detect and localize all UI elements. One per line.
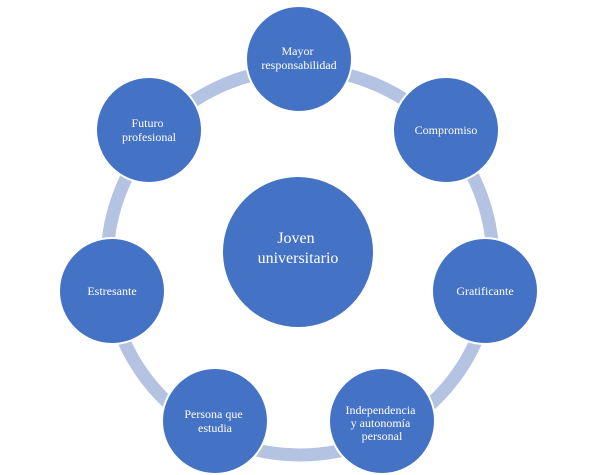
node-gratificante: Gratificante [431, 237, 539, 345]
node-label-line: personal [362, 429, 403, 443]
center-label-line: universitario [258, 250, 339, 267]
node-label-line: Mayor [282, 44, 314, 58]
center-label-line: Joven [277, 230, 314, 247]
node-mayor-responsabilidad: Mayor responsabilidad [245, 5, 353, 113]
node-estresante: Estresante [58, 237, 166, 345]
node-futuro-profesional: Futuro profesional [95, 76, 203, 184]
node-label: Futuro profesional [122, 116, 177, 144]
node-label: Estresante [87, 284, 136, 298]
node-label-line: Futuro [131, 116, 163, 130]
node-label-line: estudia [198, 421, 233, 435]
node-label: Gratificante [456, 284, 513, 298]
node-persona-que-estudia: Persona que estudia [161, 367, 269, 475]
node-label-line: profesional [122, 130, 177, 144]
node-label-line: responsabilidad [261, 58, 336, 72]
node-label-line: Compromiso [415, 123, 478, 137]
node-label: Independencia y autonomía personal [346, 403, 419, 443]
node-label-line: Independencia [346, 403, 417, 417]
center-label: Joven universitario [258, 230, 339, 267]
node-label-line: Estresante [87, 284, 136, 298]
node-label: Compromiso [415, 123, 478, 137]
node-label: Mayor responsabilidad [261, 44, 336, 72]
node-compromiso: Compromiso [392, 76, 500, 184]
node-label-line: Persona que [184, 407, 242, 421]
node-label: Persona que estudia [184, 407, 245, 435]
center-node: Joven universitario [221, 175, 375, 329]
node-independencia: Independencia y autonomía personal [328, 367, 436, 475]
node-label-line: Gratificante [456, 284, 513, 298]
node-label-line: y autonomía [351, 416, 411, 430]
